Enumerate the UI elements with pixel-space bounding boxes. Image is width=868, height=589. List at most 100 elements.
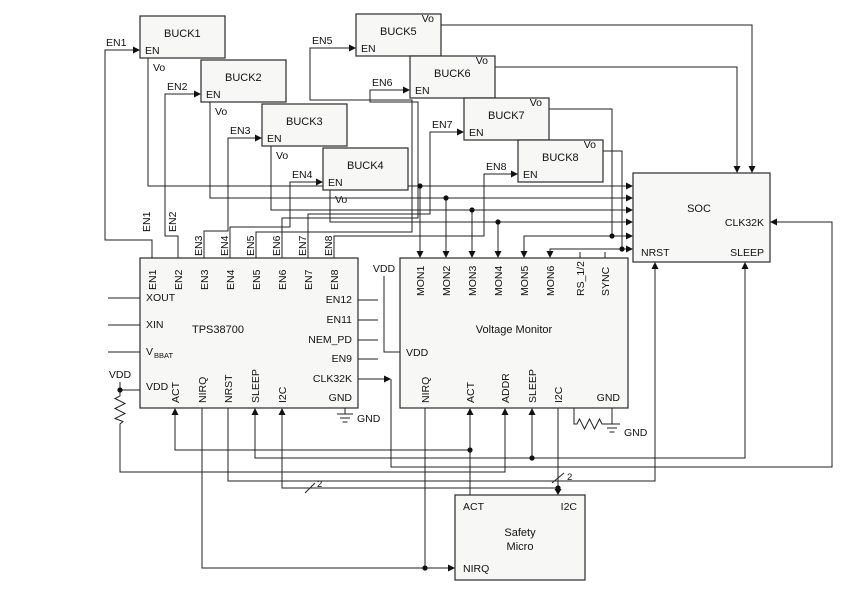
wire-vo-buck1 <box>147 58 626 187</box>
buck5-box <box>355 13 442 57</box>
vm-pin-act: ACT <box>465 381 477 403</box>
wire-i2c <box>281 408 559 491</box>
buck6-block: BUCK6 EN EN6 Vo <box>372 55 496 99</box>
vm-pin-addr: ADDR <box>500 373 512 403</box>
vm-pin-vdd: VDD <box>406 347 429 359</box>
soc-pin-clk32k: CLK32K <box>725 217 764 229</box>
tps-pin-clk32k: CLK32K <box>313 373 352 385</box>
buck7-en-wire-label: EN7 <box>432 119 453 131</box>
vm-pin-mon5: MON5 <box>519 266 531 296</box>
buck7-block: BUCK7 EN EN7 Vo <box>432 97 550 141</box>
tps-pin-en6: EN6 <box>277 269 289 290</box>
wire-en1 <box>104 49 153 258</box>
wire-en6 <box>281 89 419 258</box>
buck8-title: BUCK8 <box>542 152 579 164</box>
tps-pin-nrst: NRST <box>223 374 235 403</box>
buck1-en-pin: EN <box>145 45 160 57</box>
bus-width-b: 2 <box>567 472 572 483</box>
tps-pin-en11: EN11 <box>327 314 353 326</box>
buck5-title: BUCK5 <box>380 26 417 38</box>
buck7-vo-label: Vo <box>530 97 542 109</box>
tps-pin-en12: EN12 <box>326 294 352 306</box>
gnd-right-label: GND <box>624 427 648 439</box>
buck2-box <box>200 59 287 103</box>
wire-vdd-right <box>383 276 400 353</box>
tps-pin-nirq: NIRQ <box>197 377 209 403</box>
vm-pin-nirq: NIRQ <box>420 377 432 403</box>
buck4-en-pin: EN <box>328 177 343 189</box>
tps-pin-en3: EN3 <box>199 269 211 290</box>
buck3-en-pin: EN <box>267 133 282 145</box>
tps-pin-i2c: I2C <box>277 386 289 403</box>
wire-vo-buck8 <box>549 150 626 251</box>
wire-en7 <box>307 131 457 258</box>
buck1-box <box>139 15 226 59</box>
wire-en2 <box>164 93 194 258</box>
wire-en5 <box>255 47 413 258</box>
vm-pin-sync: SYNC <box>600 266 612 296</box>
buck6-en-wire-label: EN6 <box>372 77 393 89</box>
soc-pin-sleep: SLEEP <box>730 247 764 259</box>
buck7-title: BUCK7 <box>488 110 525 122</box>
buck1-title: BUCK1 <box>164 28 201 40</box>
buck4-vo-label: Vo <box>335 194 347 206</box>
buck8-vo-label: Vo <box>584 139 596 151</box>
tps-pin-en8: EN8 <box>329 269 341 290</box>
wire-vo-buck3 <box>270 146 626 211</box>
tps-wire-label-en6: EN6 <box>271 235 283 256</box>
tps38700-block: TPS38700 EN1 EN2 EN3 EN4 EN5 EN6 EN7 EN8… <box>139 211 359 409</box>
wire-act <box>174 415 471 495</box>
wire-vo-buck5 <box>441 24 753 166</box>
gnd-left-label: GND <box>357 413 381 425</box>
vm-pin-i2c: I2C <box>553 386 565 403</box>
voltage-monitor-box <box>399 257 629 409</box>
tps-pin-vbbat-sub: BBAT <box>154 351 173 360</box>
buck8-en-wire-label: EN8 <box>486 161 507 173</box>
buck5-en-wire-label: EN5 <box>312 35 333 47</box>
tps-pin-en4: EN4 <box>225 269 237 290</box>
buck7-en-pin: EN <box>469 127 484 139</box>
buck3-box <box>261 103 348 147</box>
tps-wire-label-en5: EN5 <box>245 235 257 256</box>
tps-wire-label-en3: EN3 <box>193 235 205 256</box>
vm-pin-mon6: MON6 <box>545 266 557 296</box>
buck4-title: BUCK4 <box>347 160 384 172</box>
bus-slash-a <box>304 482 316 494</box>
wire-en8 <box>333 173 511 258</box>
wire-sleep <box>254 269 746 459</box>
buck8-en-pin: EN <box>523 169 538 181</box>
tps-pin-gnd: GND <box>329 392 353 404</box>
safety-micro-block: ACT I2C Safety Micro NIRQ <box>454 494 586 581</box>
wire-en3 <box>203 137 255 258</box>
safety-micro-title-line1: Safety <box>504 527 536 539</box>
safety-micro-box <box>454 494 586 581</box>
safety-pin-i2c: I2C <box>561 501 578 513</box>
tps-wire-label-en4: EN4 <box>219 235 231 256</box>
buck8-box <box>517 139 604 183</box>
tps-wire-label-en8: EN8 <box>323 235 335 256</box>
buck3-title: BUCK3 <box>286 116 323 128</box>
vm-pin-gnd: GND <box>597 392 621 404</box>
vdd-right-label: VDD <box>373 263 396 275</box>
wire-vm-resistor <box>573 408 604 431</box>
wire-vo-buck6 <box>495 66 738 166</box>
vm-pin-rs12: RS_1/2 <box>575 261 587 296</box>
buck5-block: BUCK5 EN EN5 Vo <box>312 13 442 57</box>
buck1-en-wire-label: EN1 <box>106 37 127 49</box>
tps-pin-act: ACT <box>170 381 182 403</box>
buck8-block: BUCK8 EN EN8 Vo <box>486 139 604 183</box>
tps-pin-en1: EN1 <box>147 269 159 290</box>
buck2-en-wire-label: EN2 <box>167 81 188 93</box>
tps-pin-sleep: SLEEP <box>250 369 262 403</box>
tps-pin-en9: EN9 <box>332 353 353 365</box>
safety-micro-title-line2: Micro <box>507 541 534 553</box>
soc-block: SOC CLK32K NRST SLEEP <box>632 172 771 263</box>
wire-nrst <box>227 269 656 482</box>
buck6-box <box>409 55 496 99</box>
tps-pin-en5: EN5 <box>251 269 263 290</box>
signal-arrowheads <box>133 44 777 572</box>
vm-pin-mon1: MON1 <box>415 266 427 296</box>
tps-wire-label-en2: EN2 <box>167 211 179 232</box>
buck7-box <box>463 97 550 141</box>
